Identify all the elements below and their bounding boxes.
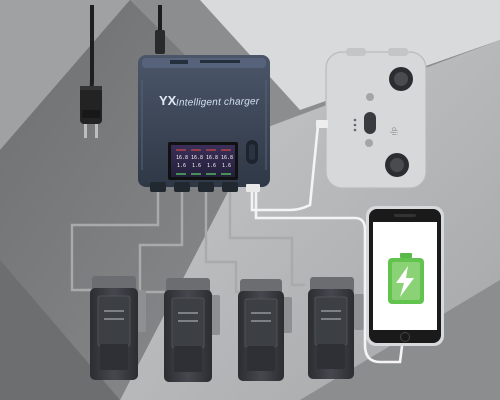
drone-battery-2 (164, 278, 212, 382)
drone-battery-1 (90, 276, 138, 380)
lcd-readout-4: 16.8 (221, 155, 234, 161)
charging-hub (138, 55, 270, 192)
lcd-current-1: 1.6 (177, 163, 187, 169)
lightning-bolt-icon (396, 266, 414, 297)
battery-cables (70, 188, 305, 294)
lcd-readout-2: 16.8 (191, 155, 204, 161)
lcd-current-4: 1.6 (222, 163, 232, 169)
svg-text:dji: dji (390, 127, 398, 135)
charger-label: Intelligent charger (175, 96, 260, 109)
charger-logo: YX (159, 93, 177, 108)
drone-battery-4 (308, 277, 354, 379)
lcd-current-3: 1.6 (207, 163, 217, 169)
power-plug-icon (80, 86, 102, 90)
lcd-current-2: 1.6 (192, 163, 202, 169)
drone-battery-3 (238, 279, 284, 381)
lcd-readout-3: 16.8 (206, 155, 219, 161)
usb-cables (250, 122, 404, 364)
lcd-readout-1: 16.8 (176, 155, 189, 161)
remote-controller: dji (316, 48, 427, 189)
battery-plugs (136, 290, 364, 335)
